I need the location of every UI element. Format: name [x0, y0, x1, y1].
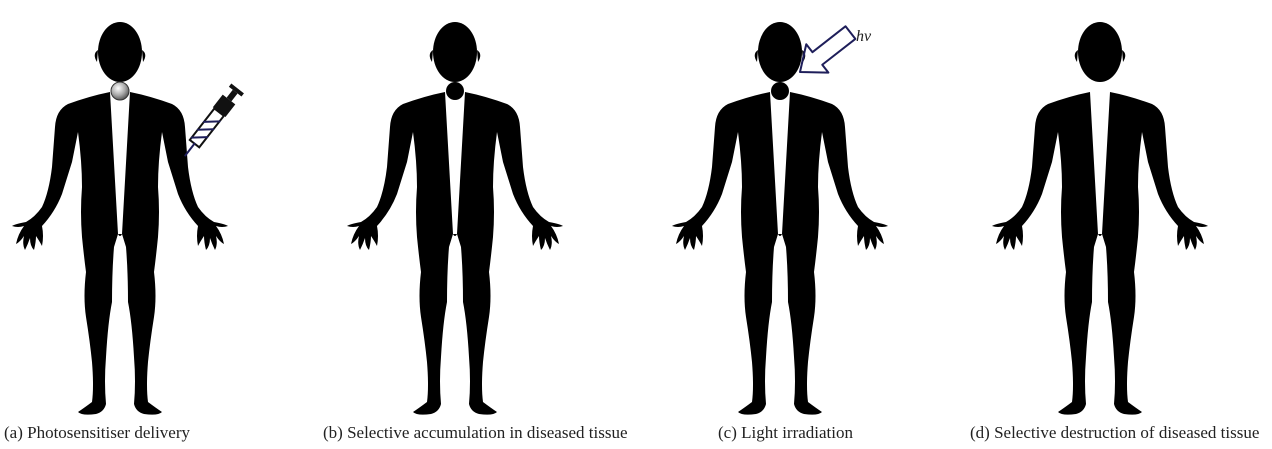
- caption-a: (a) Photosensitiser delivery: [4, 423, 190, 443]
- caption-d: (d) Selective destruction of diseased ti…: [970, 423, 1259, 443]
- human-figure-a: [0, 0, 260, 420]
- panel-c: hν (c) Light irradiation: [660, 0, 960, 449]
- human-figure-c: [660, 0, 920, 420]
- accumulated-dot: [446, 82, 464, 100]
- caption-b: (b) Selective accumulation in diseased t…: [323, 423, 628, 443]
- light-label: hν: [856, 28, 871, 46]
- panel-d: (d) Selective destruction of diseased ti…: [980, 0, 1272, 449]
- photosensitiser-dot-gray: [111, 82, 129, 100]
- caption-c: (c) Light irradiation: [718, 423, 853, 443]
- human-figure-d: [980, 0, 1240, 420]
- panel-b: (b) Selective accumulation in diseased t…: [335, 0, 625, 449]
- panel-a: (a) Photosensitiser delivery: [0, 0, 300, 449]
- human-figure-b: [335, 0, 595, 420]
- syringe-icon: [179, 84, 244, 161]
- irradiated-dot: [771, 82, 789, 100]
